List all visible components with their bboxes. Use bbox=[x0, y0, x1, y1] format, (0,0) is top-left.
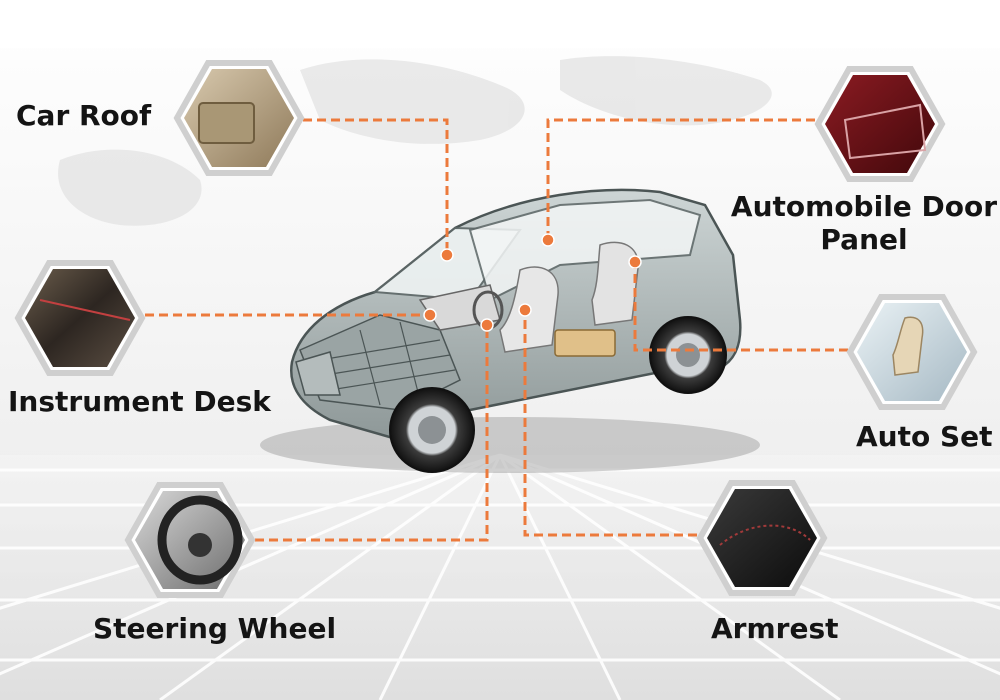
battery-pack bbox=[554, 329, 616, 357]
leader-lines bbox=[145, 118, 848, 542]
anchor-dots bbox=[423, 233, 642, 332]
leader-auto-set-anchor bbox=[628, 255, 642, 269]
label-armrest: Armrest bbox=[711, 612, 839, 645]
hex-armrest bbox=[696, 480, 828, 596]
hex-door-panel bbox=[814, 66, 946, 182]
leader-auto-set bbox=[633, 262, 848, 352]
label-car-roof: Car Roof bbox=[16, 99, 152, 132]
leader-car-roof-anchor bbox=[440, 248, 454, 262]
leader-armrest bbox=[523, 310, 697, 537]
leader-instrument-desk-anchor bbox=[423, 308, 437, 322]
car-cutaway-illustration bbox=[260, 188, 760, 473]
leader-car-roof bbox=[303, 118, 449, 255]
label-instrument-desk: Instrument Desk bbox=[8, 385, 271, 418]
leader-armrest-anchor bbox=[518, 303, 532, 317]
hex-auto-set bbox=[846, 294, 978, 410]
world-map-watermark bbox=[58, 56, 772, 226]
hex-instrument-desk bbox=[14, 260, 146, 376]
rear-seat bbox=[591, 241, 639, 326]
hex-steering-wheel bbox=[124, 482, 256, 598]
leader-steering-wheel bbox=[255, 325, 489, 542]
label-door-panel: Automobile Door Panel bbox=[730, 190, 998, 256]
engine-bay bbox=[299, 314, 461, 411]
label-steering-wheel: Steering Wheel bbox=[93, 612, 337, 645]
leader-door-panel bbox=[546, 118, 815, 240]
hex-car-roof bbox=[173, 60, 305, 176]
leader-door-panel-anchor bbox=[541, 233, 555, 247]
label-auto-set: Auto Set bbox=[856, 420, 993, 453]
leader-steering-wheel-anchor bbox=[480, 318, 494, 332]
grille bbox=[295, 351, 341, 396]
